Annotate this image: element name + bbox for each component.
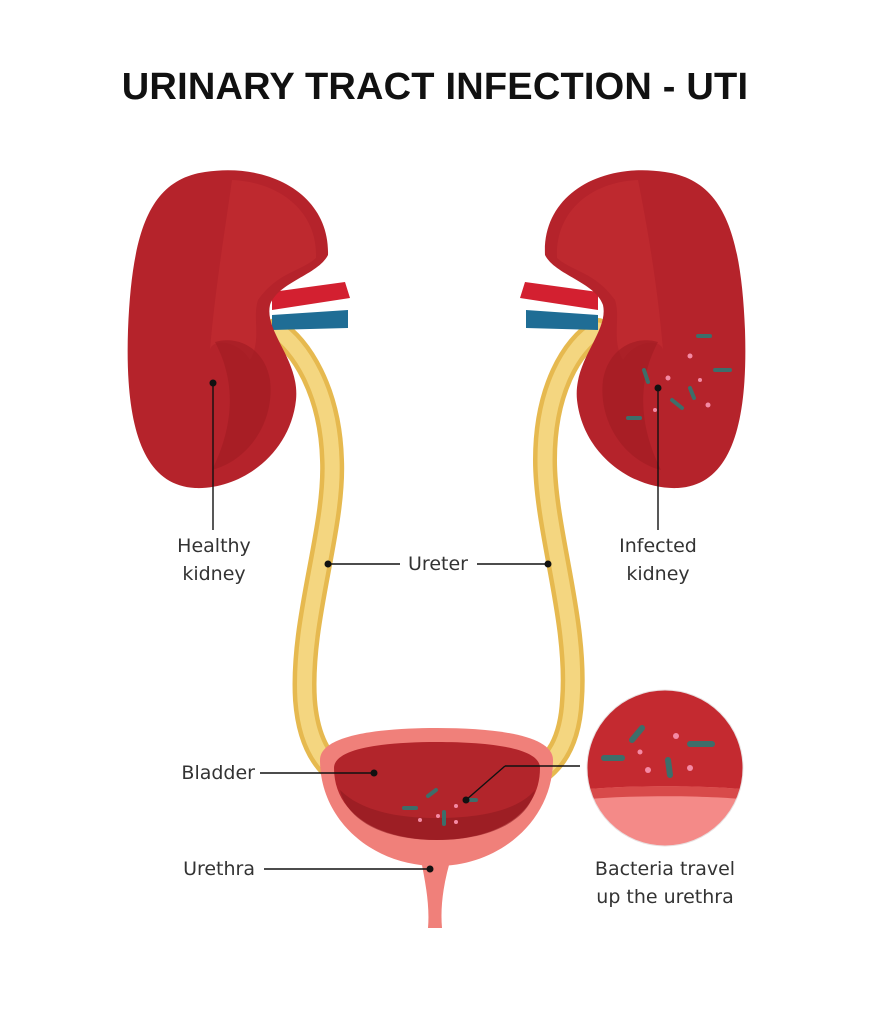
urethra-label: Urethra: [183, 858, 255, 880]
healthy-kidney: [127, 170, 350, 489]
infected-kidney-label-line2: kidney: [626, 563, 689, 585]
infected-kidney: [520, 170, 746, 489]
ureter-label: Ureter: [408, 553, 468, 575]
bladder: [320, 728, 553, 928]
bacteria-zoom-circle: [586, 689, 744, 847]
page-title: URINARY TRACT INFECTION - UTI: [121, 66, 749, 108]
bacteria-label-line2: up the urethra: [596, 886, 733, 908]
infected-kidney-label-line1: Infected: [619, 535, 697, 557]
bladder-bacteria: [402, 788, 478, 826]
healthy-kidney-label-line2: kidney: [182, 563, 245, 585]
kidney-bacteria: [626, 334, 732, 420]
healthy-kidney-label-line1: Healthy: [177, 535, 251, 557]
bladder-label: Bladder: [181, 762, 255, 784]
bacteria-label-line1: Bacteria travel: [595, 858, 735, 880]
